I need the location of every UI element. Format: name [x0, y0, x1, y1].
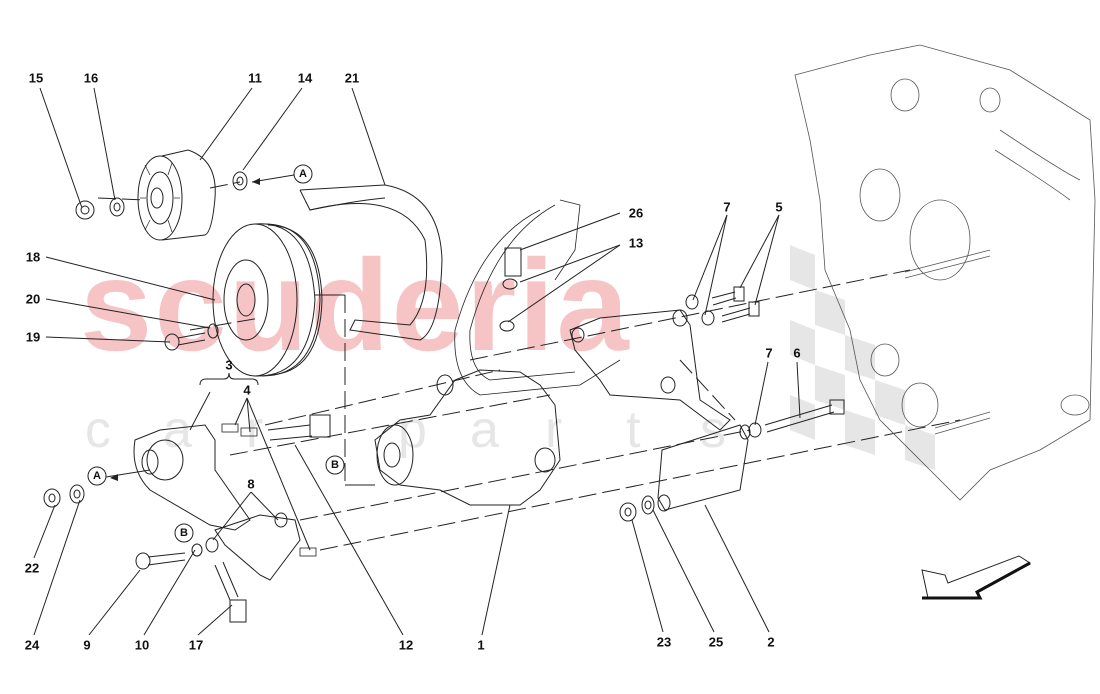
stud-4: [221, 423, 317, 557]
part-label-5: 5: [775, 199, 783, 215]
tensioner-bracket: [657, 424, 751, 512]
engine-block: [794, 44, 1096, 501]
callout-a-left: A: [93, 470, 101, 482]
pump-bracket: [133, 424, 251, 531]
part-label-2: 2: [767, 634, 775, 650]
part-label-24: 24: [24, 637, 40, 653]
bolt-5: [711, 286, 760, 323]
callout-markers: [87, 164, 345, 543]
part-label-11: 11: [248, 70, 262, 86]
bolt-12: [267, 414, 331, 441]
nut-23: [619, 502, 637, 522]
watermark-scuderia: scuderia: [80, 232, 631, 378]
washer-13: [499, 278, 518, 332]
steering-pump: [374, 369, 561, 506]
part-label-15: 15: [28, 70, 44, 86]
bolt-6: [764, 399, 845, 433]
bolt-9: [135, 552, 186, 570]
washer-20: [207, 323, 219, 339]
part-label-9: 9: [83, 637, 91, 653]
bolt-17: [214, 561, 247, 623]
part-label-18: 18: [25, 249, 41, 265]
drive-belt: [299, 184, 443, 341]
callout-b-bottom: B: [180, 527, 188, 539]
part-label-8: 8: [247, 476, 255, 492]
checkered-flag-watermark: [790, 245, 935, 470]
part-label-19: 19: [25, 329, 41, 345]
washer-14: [232, 171, 248, 191]
part-label-26: 26: [628, 205, 644, 221]
bolt-19: [164, 332, 206, 351]
part-label-25: 25: [708, 634, 724, 650]
washer-16: [109, 197, 125, 217]
part-label-6: 6: [793, 345, 801, 361]
nut-22: [43, 488, 61, 508]
part-label-17: 17: [188, 637, 204, 653]
support-bracket: [569, 309, 731, 431]
part-label-1: 1: [477, 637, 485, 653]
part-label-22: 22: [24, 560, 40, 576]
washer-24: [69, 484, 85, 504]
part-label-16: 16: [83, 70, 99, 86]
part-label-21: 21: [344, 70, 360, 86]
part-label-20: 20: [25, 291, 41, 307]
crank-pulley: [212, 223, 323, 377]
part-label-7-top: 7: [723, 199, 731, 215]
washer-25: [641, 495, 655, 515]
part-label-14: 14: [297, 70, 313, 86]
high-pressure-hose: [454, 199, 621, 396]
part-label-12: 12: [398, 637, 414, 653]
washer-7: [685, 294, 762, 438]
banjo-bolt-26: [504, 247, 522, 277]
callout-a-top: A: [299, 168, 307, 180]
part-label-7-mid: 7: [765, 345, 773, 361]
direction-arrow-icon: [921, 555, 1031, 600]
nut-15: [75, 200, 95, 220]
part-label-10: 10: [134, 637, 150, 653]
part-label-4: 4: [243, 382, 251, 398]
idler-pulley: [137, 149, 216, 241]
part-label-3: 3: [225, 357, 233, 373]
part-label-13: 13: [628, 235, 644, 251]
lower-bracket: [191, 512, 301, 581]
part-label-23: 23: [656, 634, 672, 650]
callout-b-right: B: [331, 459, 339, 471]
